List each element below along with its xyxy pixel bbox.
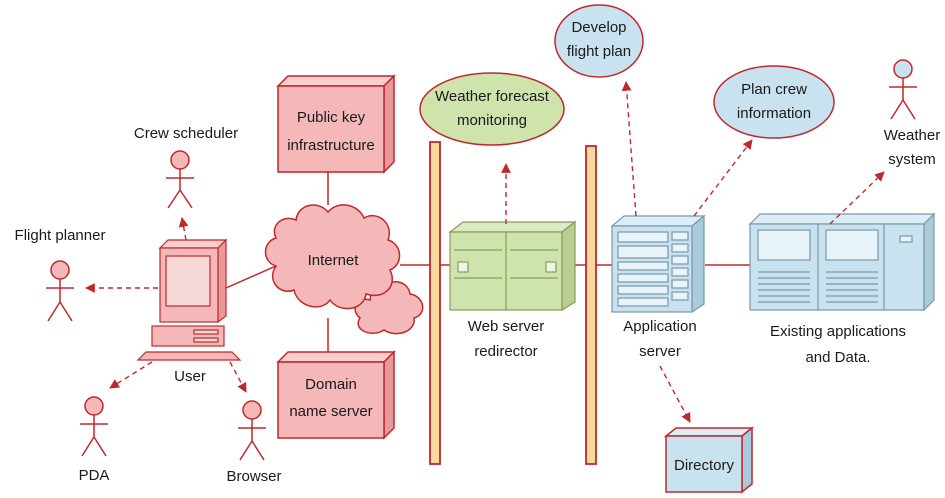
app-server-label-line2: server	[639, 343, 681, 360]
develop-flight-plan-line1: Develop	[571, 19, 626, 36]
arrow-user-crew-scheduler	[178, 217, 189, 241]
internet-label: Internet	[308, 252, 360, 269]
internet-cloud: Internet	[264, 204, 424, 335]
use-case-develop-flight-plan: Develop flight plan	[554, 4, 644, 78]
dashed-arrows	[85, 81, 885, 423]
user-label: User	[174, 368, 206, 385]
weather-forecast-line2: monitoring	[457, 112, 527, 129]
develop-flight-plan-line2: flight plan	[567, 43, 631, 60]
actor-flight-planner-icon	[46, 260, 74, 322]
web-server-icon	[448, 220, 577, 312]
arrow-appserver-plan-crew	[693, 139, 753, 217]
plan-crew-line2: information	[737, 105, 811, 122]
use-case-weather-forecast: Weather forecast monitoring	[419, 72, 565, 146]
actor-crew-scheduler-icon	[166, 150, 194, 209]
internet-cloud-main	[264, 204, 401, 310]
arrow-user-pda	[109, 361, 153, 389]
actor-weather-system-icon	[889, 59, 917, 120]
web-server-label-line2: redirector	[474, 343, 537, 360]
existing-apps-icon	[748, 212, 936, 312]
app-server-icon	[610, 214, 706, 314]
app-server-label-line1: Application	[623, 318, 696, 335]
user-computer-icon	[136, 238, 242, 361]
weather-forecast-line1: Weather forecast	[435, 88, 550, 105]
pki-label-line2: infrastructure	[287, 137, 375, 154]
pda-label: PDA	[79, 467, 110, 484]
actor-pda-icon	[80, 396, 108, 457]
dns-box: Domain name server	[276, 350, 396, 440]
dns-label-line1: Domain	[305, 376, 357, 393]
directory-box: Directory	[663, 426, 755, 494]
firewall-left	[429, 141, 441, 465]
dns-label-line2: name server	[289, 403, 372, 420]
weather-system-label-line2: system	[888, 151, 936, 168]
firewall-right	[585, 145, 597, 465]
directory-label: Directory	[674, 457, 735, 474]
arrow-appserver-directory	[659, 365, 691, 423]
flight-planner-label: Flight planner	[15, 227, 106, 244]
plan-crew-line1: Plan crew	[741, 81, 807, 98]
existing-apps-label-line1: Existing applications	[770, 323, 906, 340]
crew-scheduler-label: Crew scheduler	[134, 125, 238, 142]
arrow-appserver-flight-plan	[621, 81, 637, 217]
web-server-label-line1: Web server	[468, 318, 544, 335]
actor-browser-icon	[238, 400, 266, 461]
arrow-existing-weather-system	[829, 171, 885, 225]
pki-label-line1: Public key	[297, 109, 366, 126]
browser-label: Browser	[226, 468, 281, 485]
use-case-plan-crew: Plan crew information	[713, 65, 835, 139]
pki-box: Public key infrastructure	[276, 74, 396, 174]
arrow-user-browser	[229, 361, 247, 393]
existing-apps-label-line2: and Data.	[805, 349, 870, 366]
weather-system-label-line1: Weather	[884, 127, 940, 144]
